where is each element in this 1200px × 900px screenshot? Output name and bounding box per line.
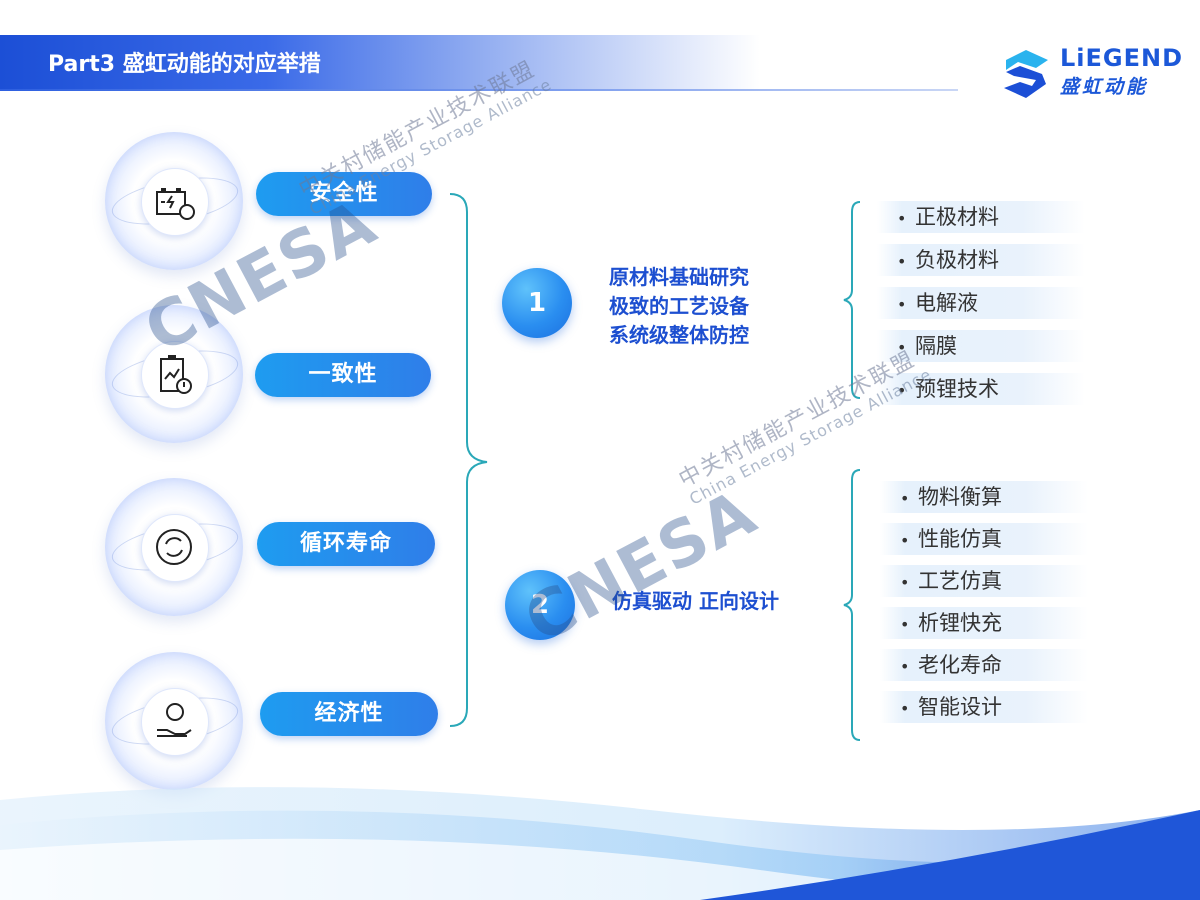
feature-circle-safety bbox=[105, 132, 243, 270]
group1-list: •正极材料 •负极材料 •电解液 •隔膜 •预锂技术 bbox=[877, 201, 1085, 405]
list-item: •老化寿命 bbox=[880, 649, 1088, 681]
header-divider bbox=[0, 89, 958, 91]
measure-1-line: 极致的工艺设备 bbox=[609, 294, 749, 318]
feature-circle-cycle-life bbox=[105, 478, 243, 616]
group2-list: •物料衡算 •性能仿真 •工艺仿真 •析锂快充 •老化寿命 •智能设计 bbox=[880, 481, 1088, 723]
list-item: •预锂技术 bbox=[877, 373, 1085, 405]
measure-1-line: 系统级整体防控 bbox=[609, 323, 749, 347]
measure-1-line: 原材料基础研究 bbox=[609, 265, 749, 289]
battery-warning-icon bbox=[160, 355, 192, 394]
measure-number-2: 2 bbox=[505, 570, 575, 640]
measure-1-text: 原材料基础研究 极致的工艺设备 系统级整体防控 bbox=[609, 263, 749, 350]
feature-pill-economy: 经济性 bbox=[260, 692, 438, 736]
list-item: •性能仿真 bbox=[880, 523, 1088, 555]
list-item: •工艺仿真 bbox=[880, 565, 1088, 597]
list-item: •电解液 bbox=[877, 287, 1085, 319]
logo-mark-icon bbox=[996, 46, 1056, 102]
hand-coin-icon bbox=[157, 703, 192, 737]
feature-circle-consistency bbox=[105, 305, 243, 443]
list-item: •负极材料 bbox=[877, 244, 1085, 276]
list-item: •析锂快充 bbox=[880, 607, 1088, 639]
cycle-icon bbox=[156, 529, 192, 565]
feature-pill-consistency: 一致性 bbox=[255, 353, 431, 397]
feature-pill-safety: 安全性 bbox=[256, 172, 432, 216]
list-item: •正极材料 bbox=[877, 201, 1085, 233]
title-band bbox=[0, 35, 760, 91]
list-item: •智能设计 bbox=[880, 691, 1088, 723]
footer-wave bbox=[0, 787, 1200, 900]
page-title: Part3 盛虹动能的对应举措 bbox=[48, 52, 321, 77]
measure-2-line: 仿真驱动 正向设计 bbox=[612, 589, 779, 613]
battery-shield-icon bbox=[156, 188, 195, 220]
list-item: •物料衡算 bbox=[880, 481, 1088, 513]
logo-wordmark: LiEGEND bbox=[1060, 44, 1184, 72]
group1-bracket bbox=[843, 201, 861, 399]
main-bracket bbox=[449, 193, 488, 727]
feature-pill-cycle-life: 循环寿命 bbox=[257, 522, 435, 566]
measure-number-1: 1 bbox=[502, 268, 572, 338]
group2-bracket bbox=[843, 469, 861, 741]
feature-circle-economy bbox=[105, 652, 243, 790]
list-item: •隔膜 bbox=[877, 330, 1085, 362]
logo-chinese: 盛虹动能 bbox=[1060, 76, 1149, 98]
